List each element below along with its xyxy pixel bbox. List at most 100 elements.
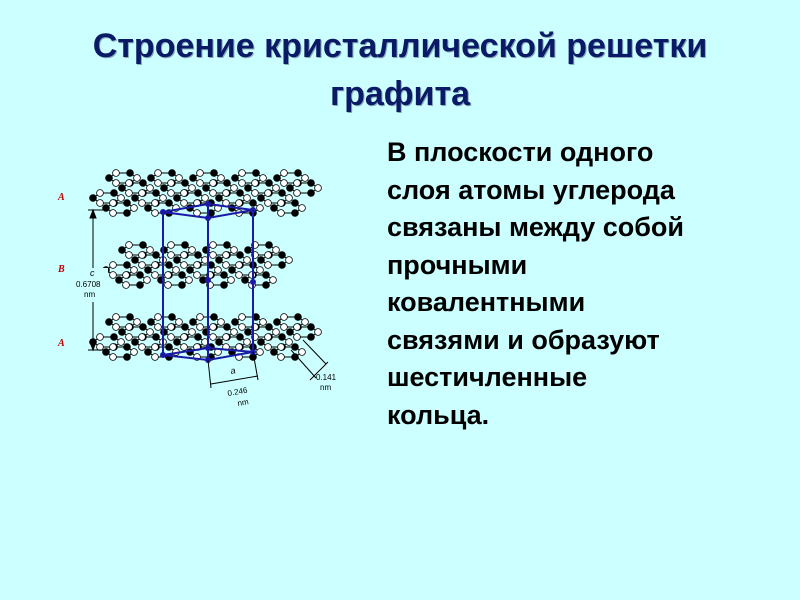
carbon-atom: [131, 194, 139, 202]
carbon-atom: [235, 199, 243, 207]
carbon-atom: [210, 313, 218, 321]
carbon-atom: [167, 333, 175, 341]
carbon-atom: [265, 241, 273, 249]
c-value: 0.6708: [76, 280, 101, 289]
carbon-atom: [278, 261, 286, 269]
carbon-atom: [180, 251, 188, 259]
carbon-atom: [118, 184, 126, 192]
carbon-atom: [180, 189, 188, 197]
carbon-atom: [131, 338, 139, 346]
carbon-atom: [285, 338, 293, 346]
layer-bottom: [89, 313, 322, 361]
carbon-atom: [125, 251, 133, 259]
carbon-atom: [152, 189, 160, 197]
carbon-atom: [178, 271, 186, 279]
carbon-atom: [262, 281, 270, 289]
carbon-atom: [188, 184, 196, 192]
carbon-atom: [220, 281, 228, 289]
carbon-atom: [164, 281, 172, 289]
carbon-atom: [272, 328, 280, 336]
carbon-atom: [209, 333, 217, 341]
carbon-atom: [151, 261, 159, 269]
carbon-atom: [251, 179, 259, 187]
carbon-atom: [230, 184, 238, 192]
carbon-atom: [181, 323, 189, 331]
c-unit: nm: [84, 290, 95, 299]
carbon-atom: [117, 194, 125, 202]
carbon-atom: [209, 251, 217, 259]
carbon-atom: [167, 179, 175, 187]
carbon-atom: [125, 333, 133, 341]
carbon-atom: [278, 251, 286, 259]
carbon-atom: [235, 261, 243, 269]
carbon-atom: [138, 343, 146, 351]
carbon-atom: [307, 323, 315, 331]
carbon-atom: [264, 251, 272, 259]
carbon-atom: [259, 318, 267, 326]
carbon-atom: [110, 333, 118, 341]
carbon-atom: [188, 328, 196, 336]
carbon-atom: [125, 323, 133, 331]
carbon-atom: [264, 333, 272, 341]
carbon-atom: [220, 271, 228, 279]
carbon-atom: [109, 353, 117, 361]
carbon-atom: [272, 246, 280, 254]
carbon-atom: [265, 179, 273, 187]
carbon-atom: [89, 194, 97, 202]
carbon-atom: [314, 184, 322, 192]
carbon-atom: [272, 184, 280, 192]
carbon-atom: [138, 199, 146, 207]
carbon-atom: [144, 204, 152, 212]
carbon-atom: [280, 169, 288, 177]
carbon-atom: [294, 313, 302, 321]
carbon-atom: [194, 251, 202, 259]
carbon-atom: [96, 343, 104, 351]
carbon-atom: [291, 353, 299, 361]
carbon-atom: [131, 256, 139, 264]
carbon-atom: [167, 251, 175, 259]
carbon-atom: [201, 194, 209, 202]
carbon-atom: [154, 323, 162, 331]
carbon-atom: [209, 323, 217, 331]
carbon-atom: [262, 271, 270, 279]
layer-top: [89, 169, 322, 217]
carbon-atom: [277, 343, 285, 351]
a-dimension: [207, 351, 259, 389]
carbon-atom: [301, 318, 309, 326]
carbon-atom: [146, 328, 154, 336]
carbon-atom: [181, 241, 189, 249]
carbon-atom: [270, 348, 278, 356]
carbon-atom: [307, 333, 315, 341]
carbon-atom: [314, 328, 322, 336]
carbon-atom: [223, 241, 231, 249]
carbon-atom: [193, 261, 201, 269]
layer-label-bottom: A: [57, 338, 65, 349]
carbon-atom: [244, 328, 252, 336]
carbon-atom: [280, 313, 288, 321]
carbon-atom: [256, 204, 264, 212]
carbon-atom: [196, 169, 204, 177]
carbon-atom: [151, 343, 159, 351]
carbon-atom: [109, 199, 117, 207]
carbon-atom: [133, 174, 141, 182]
carbon-atom: [167, 323, 175, 331]
carbon-atom: [126, 313, 134, 321]
carbon-atom: [118, 328, 126, 336]
carbon-atom: [167, 241, 175, 249]
carbon-atom: [115, 276, 123, 284]
carbon-atom: [209, 241, 217, 249]
carbon-atom: [264, 261, 272, 269]
carbon-atom: [112, 313, 120, 321]
unit-cell-node: [205, 345, 211, 351]
carbon-atom: [278, 333, 286, 341]
body-line: связаны между собой: [387, 212, 684, 242]
carbon-atom: [301, 174, 309, 182]
carbon-atom: [214, 266, 222, 274]
carbon-atom: [125, 179, 133, 187]
carbon-atom: [139, 323, 147, 331]
carbon-atom: [136, 281, 144, 289]
carbon-atom: [209, 189, 217, 197]
carbon-atom: [231, 174, 239, 182]
carbon-atom: [139, 241, 147, 249]
carbon-atom: [146, 184, 154, 192]
